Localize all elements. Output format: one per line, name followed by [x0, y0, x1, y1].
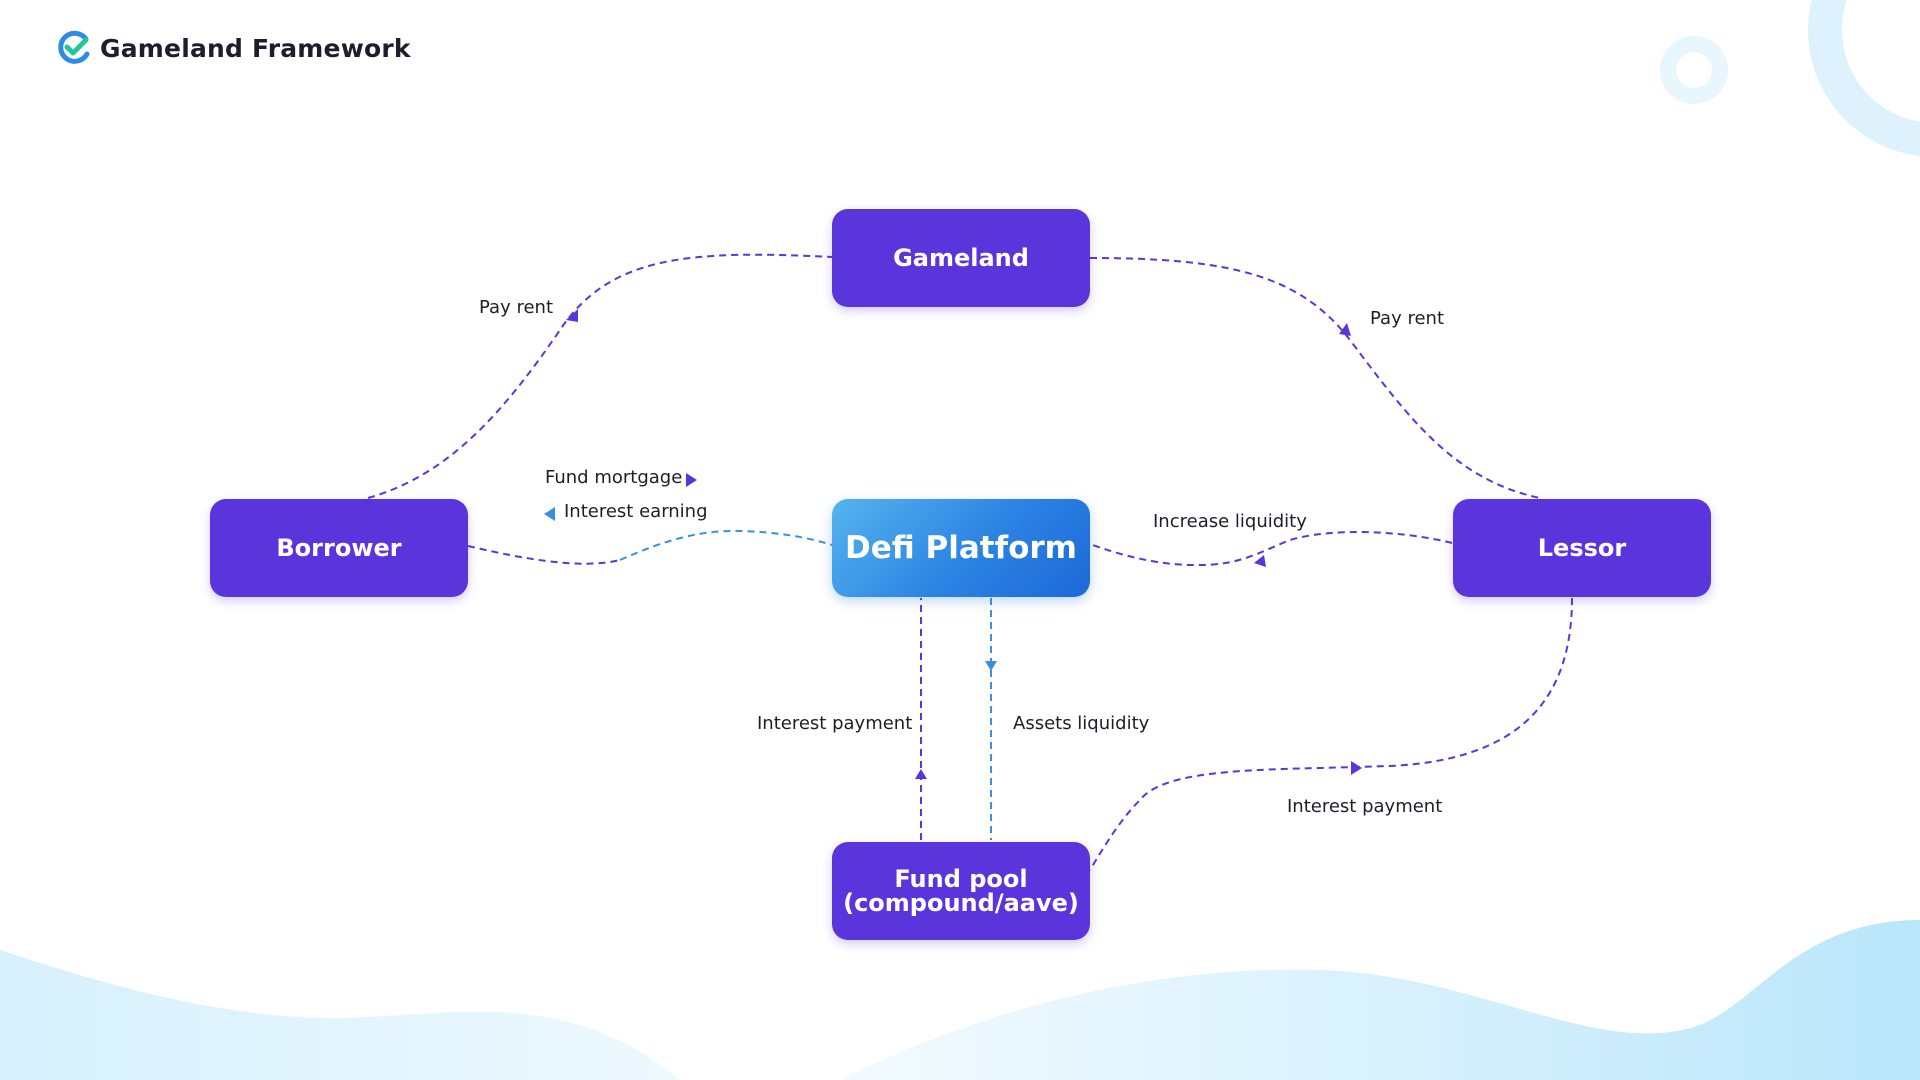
node-gameland: Gameland: [832, 209, 1090, 307]
wave-left: [0, 950, 680, 1080]
arrowhead-interest-earning: [544, 507, 555, 521]
edge-borrower-defi-blue: [619, 529, 833, 561]
node-lessor: Lessor: [1453, 499, 1711, 597]
node-borrower: Borrower: [210, 499, 468, 597]
label-interest-payment-bottom: Interest payment: [1287, 796, 1443, 817]
gameland-check-logo-icon: [58, 30, 90, 64]
arrowhead-pay-rent-right: [1339, 323, 1351, 336]
label-pay-rent-right: Pay rent: [1370, 308, 1444, 329]
label-interest-payment-vertical: Interest payment: [757, 713, 913, 734]
arrowhead-interest-payment-vertical: [915, 769, 927, 779]
arrowhead-pay-rent-left: [566, 309, 578, 322]
label-increase-liquidity: Increase liquidity: [1153, 511, 1307, 532]
page-title: Gameland Framework: [100, 33, 411, 63]
arrowhead-increase-liquidity: [1254, 555, 1266, 567]
node-lessor-label: Lessor: [1537, 534, 1627, 562]
label-assets-liquidity: Assets liquidity: [1013, 713, 1150, 734]
label-fund-mortgage: Fund mortgage: [545, 467, 683, 488]
ring-small: [1660, 36, 1728, 104]
node-fund-pool-label-line1: Fund pool: [894, 865, 1028, 893]
arrowhead-fund-mortgage: [686, 473, 697, 487]
node-borrower-label: Borrower: [276, 534, 402, 562]
label-pay-rent-left: Pay rent: [479, 297, 553, 318]
label-interest-earning: Interest earning: [564, 501, 708, 522]
edge-gameland-lessor: [1089, 257, 1541, 499]
node-fund-pool: Fund pool (compound/aave): [832, 842, 1090, 940]
edge-borrower-gameland: [367, 253, 833, 499]
ring-large: [1808, 0, 1920, 157]
edge-borrower-defi-purple: [467, 545, 621, 565]
node-gameland-label: Gameland: [893, 244, 1029, 272]
header: Gameland Framework: [56, 28, 411, 68]
node-fund-pool-label-line2: (compound/aave): [843, 889, 1079, 917]
wave-right: [840, 920, 1920, 1080]
edge-lessor-fundpool: [1089, 597, 1573, 871]
edge-lessor-defi: [1089, 531, 1453, 567]
node-defi-label: Defi Platform: [845, 530, 1077, 566]
arrowhead-interest-payment-bottom: [1351, 761, 1362, 775]
arrowhead-assets-liquidity: [985, 661, 997, 671]
node-defi-platform: Defi Platform: [832, 499, 1090, 597]
